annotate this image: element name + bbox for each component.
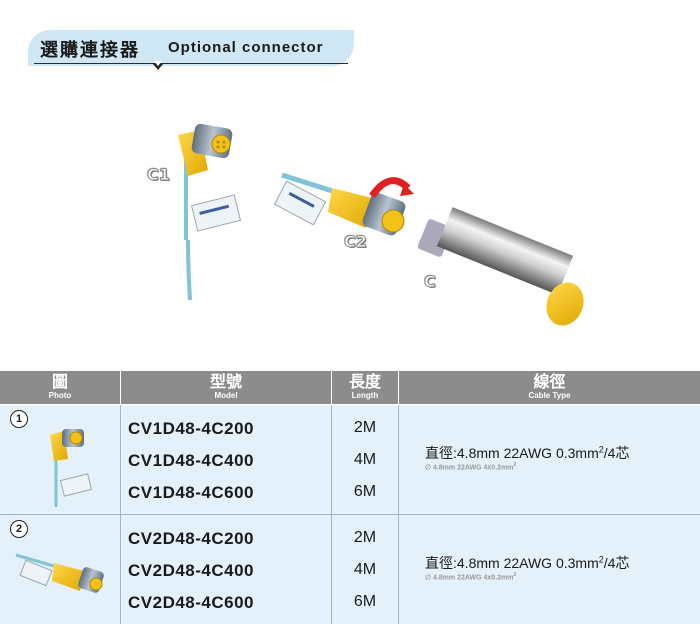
connector-illustration <box>178 123 584 326</box>
cable-length: 6M <box>353 593 377 610</box>
title-chinese: 選購連接器 <box>40 40 140 61</box>
callout-c2: C2 <box>344 232 368 252</box>
model-number: CV1D48-4C600 <box>128 483 255 502</box>
cable-spec: 直徑:4.8mm 22AWG 0.3mm2/4芯 <box>425 554 630 571</box>
product-photo: C1 C2 C <box>0 100 700 350</box>
cable-spec: 直徑:4.8mm 22AWG 0.3mm2/4芯 <box>425 444 630 461</box>
cable-length: 4M <box>353 451 377 468</box>
sensor-c <box>417 207 584 326</box>
cable-length: 2M <box>353 529 377 546</box>
model-number: CV1D48-4C400 <box>128 451 255 470</box>
table-row: 2 CV2D48-4C200 CV2D48-4C400 CV2D48-4C600… <box>0 515 700 624</box>
connector-c1 <box>178 123 242 301</box>
row-photo-c1 <box>50 429 93 507</box>
callout-c1: C1 <box>147 165 171 185</box>
cable-spec-en: ∅ 4.8mm 22AWG 4x0.2mm2 <box>425 572 517 582</box>
model-number: CV1D48-4C200 <box>128 419 255 438</box>
title-underline <box>34 63 348 64</box>
table-row: 1 CV1D48-4C200 CV1D48-4C400 CV1D48-4C600… <box>0 405 700 514</box>
row-photo-c2 <box>15 553 104 593</box>
model-number: CV2D48-4C600 <box>128 593 255 612</box>
title-pointer <box>152 61 164 70</box>
callout-c: C <box>424 272 437 292</box>
row-number: 1 <box>10 410 28 428</box>
title-english: Optional connector <box>168 39 324 56</box>
model-number: CV2D48-4C200 <box>128 529 255 548</box>
cable-length: 6M <box>353 483 377 500</box>
connector-c2 <box>273 172 414 236</box>
cable-length: 2M <box>353 419 377 436</box>
title-background <box>28 30 354 66</box>
cable-length: 4M <box>353 561 377 578</box>
model-number: CV2D48-4C400 <box>128 561 255 580</box>
row-number: 2 <box>10 520 28 538</box>
section-title: 選購連接器 Optional connector <box>28 30 354 70</box>
cable-spec-en: ∅ 4.8mm 22AWG 4x0.2mm2 <box>425 462 517 472</box>
